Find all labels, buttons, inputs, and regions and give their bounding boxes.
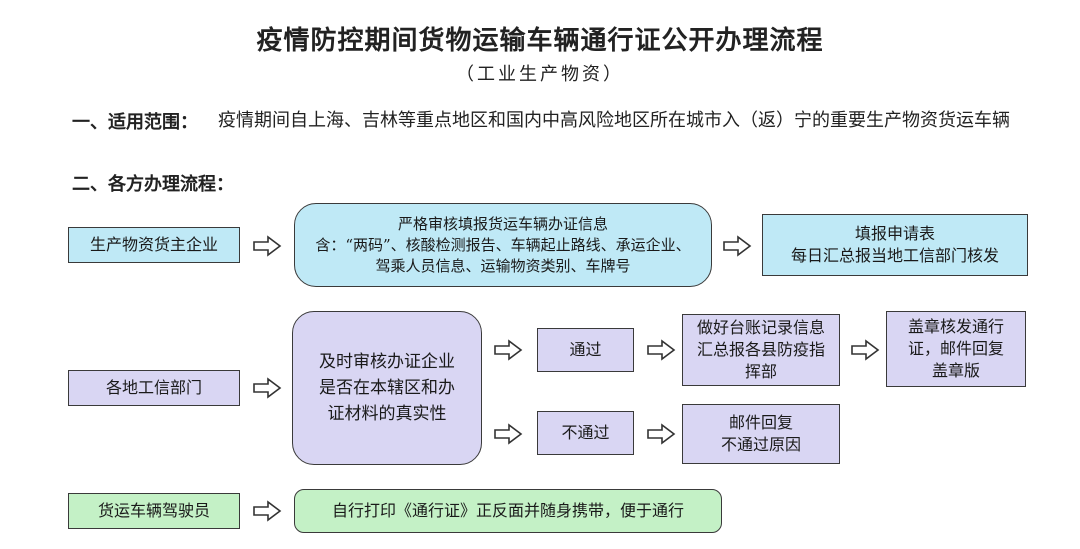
actor-goods-owner: 生产物资货主企业 [68,227,240,263]
application-form-step: 填报申请表 每日汇总报当地工信部门核发 [762,214,1028,276]
page-title: 疫情防控期间货物运输车辆通行证公开办理流程 [256,26,824,56]
scope-text: 疫情期间自上海、吉林等重点地区和国内中高风险地区所在城市入（返）宁的重要生产物资… [218,110,1010,131]
scope-label: 一、适用范围： [72,112,198,133]
arrow-right-icon [494,339,523,361]
actor-goods-owner-label: 生产物资货主企业 [89,235,218,254]
process-label: 二、各方办理流程： [72,174,234,195]
issue-permit-step: 盖章核发通行证，邮件回复盖章版 [886,311,1026,387]
arrow-right-icon [494,423,523,445]
issue-permit-text: 盖章核发通行证，邮件回复盖章版 [907,317,1004,380]
owner-review-step: 严格审核填报货运车辆办证信息 含：“两码”、核酸检测报告、车辆起止路线、承运企业… [294,203,712,287]
pass-box: 通过 [537,328,634,372]
actor-industry-dept-label: 各地工信部门 [105,378,202,397]
arrow-right-icon [253,235,282,257]
fail-label: 不通过 [561,423,610,442]
application-form-text: 填报申请表 每日汇总报当地工信部门核发 [790,224,999,265]
actor-driver: 货运车辆驾驶员 [68,493,240,529]
record-step: 做好台账记录信息汇总报各县防疫指挥部 [682,314,840,386]
driver-print-step: 自行打印《通行证》正反面并随身携带，便于通行 [294,489,722,533]
arrow-right-icon [253,377,282,399]
fail-reason-text: 邮件回复 不通过原因 [720,413,801,454]
dept-review-text: 及时审核办证企业是否在本辖区和办证材料的真实性 [319,352,455,424]
fail-reason-step: 邮件回复 不通过原因 [682,404,840,464]
actor-driver-label: 货运车辆驾驶员 [97,501,210,520]
actor-industry-dept: 各地工信部门 [68,370,240,406]
dept-review-step: 及时审核办证企业是否在本辖区和办证材料的真实性 [292,311,482,465]
record-text: 做好台账记录信息汇总报各县防疫指挥部 [697,318,826,381]
page-subtitle: （工业生产物资） [456,64,624,85]
arrow-right-icon [253,500,282,522]
pass-label: 通过 [569,340,602,359]
owner-review-text: 严格审核填报货运车辆办证信息 含：“两码”、核酸检测报告、车辆起止路线、承运企业… [315,214,691,275]
arrow-right-icon [851,339,880,361]
arrow-right-icon [647,423,676,445]
fail-box: 不通过 [537,411,634,455]
arrow-right-icon [647,339,676,361]
arrow-right-icon [723,235,752,257]
driver-print-text: 自行打印《通行证》正反面并随身携带，便于通行 [331,501,684,520]
